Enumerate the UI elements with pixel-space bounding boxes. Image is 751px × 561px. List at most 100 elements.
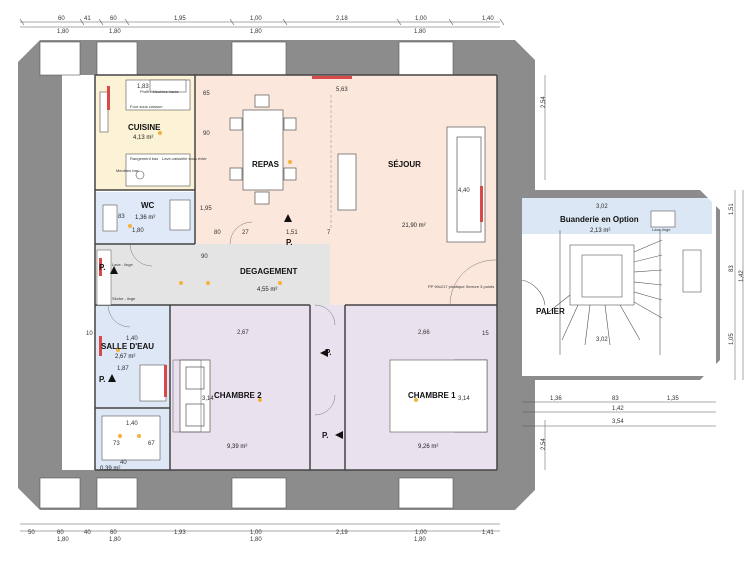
svg-text:3,14: 3,14: [202, 396, 214, 402]
svg-text:40: 40: [84, 530, 91, 536]
svg-text:67: 67: [148, 441, 155, 447]
svg-text:1,42: 1,42: [739, 270, 745, 282]
svg-text:2,54: 2,54: [541, 438, 547, 450]
area-douche: 0,39 m²: [100, 466, 120, 472]
p-marker-3: P.: [322, 431, 329, 440]
label-cuisine: CUISINE: [128, 123, 161, 132]
svg-text:7: 7: [327, 230, 331, 236]
svg-text:4,40: 4,40: [458, 188, 470, 194]
dim-top-1: 60: [58, 16, 65, 22]
svg-text:15: 15: [482, 331, 489, 337]
svg-text:1,51: 1,51: [286, 230, 298, 236]
dim-top-r2-4: 1,80: [414, 29, 426, 35]
kitchen-counters: [99, 79, 191, 187]
svg-text:1,00: 1,00: [250, 530, 262, 536]
svg-text:3,54: 3,54: [612, 419, 624, 425]
svg-text:3,02: 3,02: [596, 204, 608, 210]
area-cuisine: 4,13 m²: [133, 135, 153, 141]
p-markers: P. P. P. P. P.: [99, 214, 343, 440]
label-sejour: SÉJOUR: [388, 160, 421, 169]
svg-text:1,40: 1,40: [126, 421, 138, 427]
label-degagement: DEGAGEMENT: [240, 267, 297, 276]
svg-text:1,00: 1,00: [415, 530, 427, 536]
dim-top-r2-1: 1,80: [57, 29, 69, 35]
dim-top-5: 1,00: [250, 16, 262, 22]
top-dimension-chain: 60 41 60 1,95 1,00 2,18 1,00 1,40 1,80 1…: [19, 16, 505, 35]
area-wc: 1,36 m²: [135, 215, 155, 221]
svg-text:80: 80: [214, 230, 221, 236]
svg-text:3,14: 3,14: [458, 396, 470, 402]
dim-top-4: 1,95: [174, 16, 186, 22]
label-chambre1: CHAMBRE 1: [408, 391, 456, 400]
svg-text:1,80: 1,80: [414, 537, 426, 543]
dim-top-3: 60: [110, 16, 117, 22]
svg-text:1,05: 1,05: [729, 333, 735, 345]
dim-top-7: 1,00: [415, 16, 427, 22]
note-pp-sejour: PP 90x217 pivotique Serrure 3 points: [428, 284, 494, 289]
bed-chambre2: [179, 359, 211, 433]
p-marker-2: P.: [325, 348, 332, 357]
note-four: Four sous cuisson: [130, 104, 162, 109]
svg-text:2,66: 2,66: [418, 330, 430, 336]
closet: [310, 305, 345, 470]
svg-text:40: 40: [120, 460, 127, 466]
svg-text:1,80: 1,80: [109, 537, 121, 543]
label-salle-deau: SALLE D'EAU: [101, 342, 154, 351]
p-marker-4: P.: [99, 263, 106, 272]
note-meubles-bas: Meubles bas: [116, 168, 139, 173]
bathroom-fixtures: [101, 364, 167, 461]
tv-console: [337, 153, 357, 211]
svg-text:1,80: 1,80: [132, 228, 144, 234]
svg-text:10: 10: [86, 331, 93, 337]
svg-text:5,63: 5,63: [336, 87, 348, 93]
area-chambre2: 9,39 m²: [227, 444, 247, 450]
svg-text:1,80: 1,80: [250, 537, 262, 543]
svg-text:50: 50: [28, 530, 35, 536]
svg-text:2,19: 2,19: [336, 530, 348, 536]
svg-text:1,51: 1,51: [729, 203, 735, 215]
note-meubles-hauts: Profil / Meubles hauts: [140, 89, 178, 94]
sofa: [446, 126, 486, 243]
note-lave-linge: Lave - linge: [112, 262, 133, 267]
dim-top-r2-3: 1,80: [250, 29, 262, 35]
p-marker-5: P.: [99, 375, 106, 384]
svg-text:3,02: 3,02: [596, 337, 608, 343]
interior-walls: [94, 74, 498, 471]
radiators: [99, 76, 483, 397]
exterior-walls: [18, 40, 535, 510]
svg-text:83: 83: [612, 396, 619, 402]
svg-text:73: 73: [113, 441, 120, 447]
svg-text:1,35: 1,35: [667, 396, 679, 402]
dim-top-2: 41: [84, 16, 91, 22]
label-chambre2: CHAMBRE 2: [214, 391, 262, 400]
label-palier: PALIER: [536, 307, 565, 316]
dim-top-8: 1,40: [482, 16, 494, 22]
svg-text:27: 27: [242, 230, 249, 236]
svg-text:83: 83: [729, 265, 735, 272]
svg-text:1,83: 1,83: [137, 84, 149, 90]
note-lave-linge-buanderie: Lave-linge: [652, 227, 671, 232]
svg-text:1,40: 1,40: [126, 336, 138, 342]
svg-text:1,87: 1,87: [117, 366, 129, 372]
note-rangement: Rangement bas: [130, 156, 158, 161]
p-marker-1: P.: [286, 238, 293, 247]
svg-text:90: 90: [203, 131, 210, 137]
svg-text:65: 65: [203, 91, 210, 97]
area-buanderie: 2,13 m²: [590, 228, 610, 234]
note-lave-vaisselle: Lave-vaisselle sous évier: [162, 156, 207, 161]
svg-text:1,80: 1,80: [57, 537, 69, 543]
svg-text:2,54: 2,54: [541, 96, 547, 108]
svg-text:2,67: 2,67: [237, 330, 249, 336]
area-chambre1: 9,26 m²: [418, 444, 438, 450]
svg-text:60: 60: [57, 530, 64, 536]
area-salle-deau: 2,67 m²: [115, 354, 135, 360]
dim-top-6: 2,18: [336, 16, 348, 22]
dining-table: [229, 94, 297, 205]
svg-text:1,42: 1,42: [612, 406, 624, 412]
area-degagement: 4,55 m²: [257, 287, 277, 293]
label-repas: REPAS: [252, 160, 280, 169]
light-points: [116, 131, 418, 438]
svg-text:1,41: 1,41: [482, 530, 494, 536]
right-dimension-chain: 2,54 1,51 83 1,42 1,05 2,54: [541, 75, 745, 470]
